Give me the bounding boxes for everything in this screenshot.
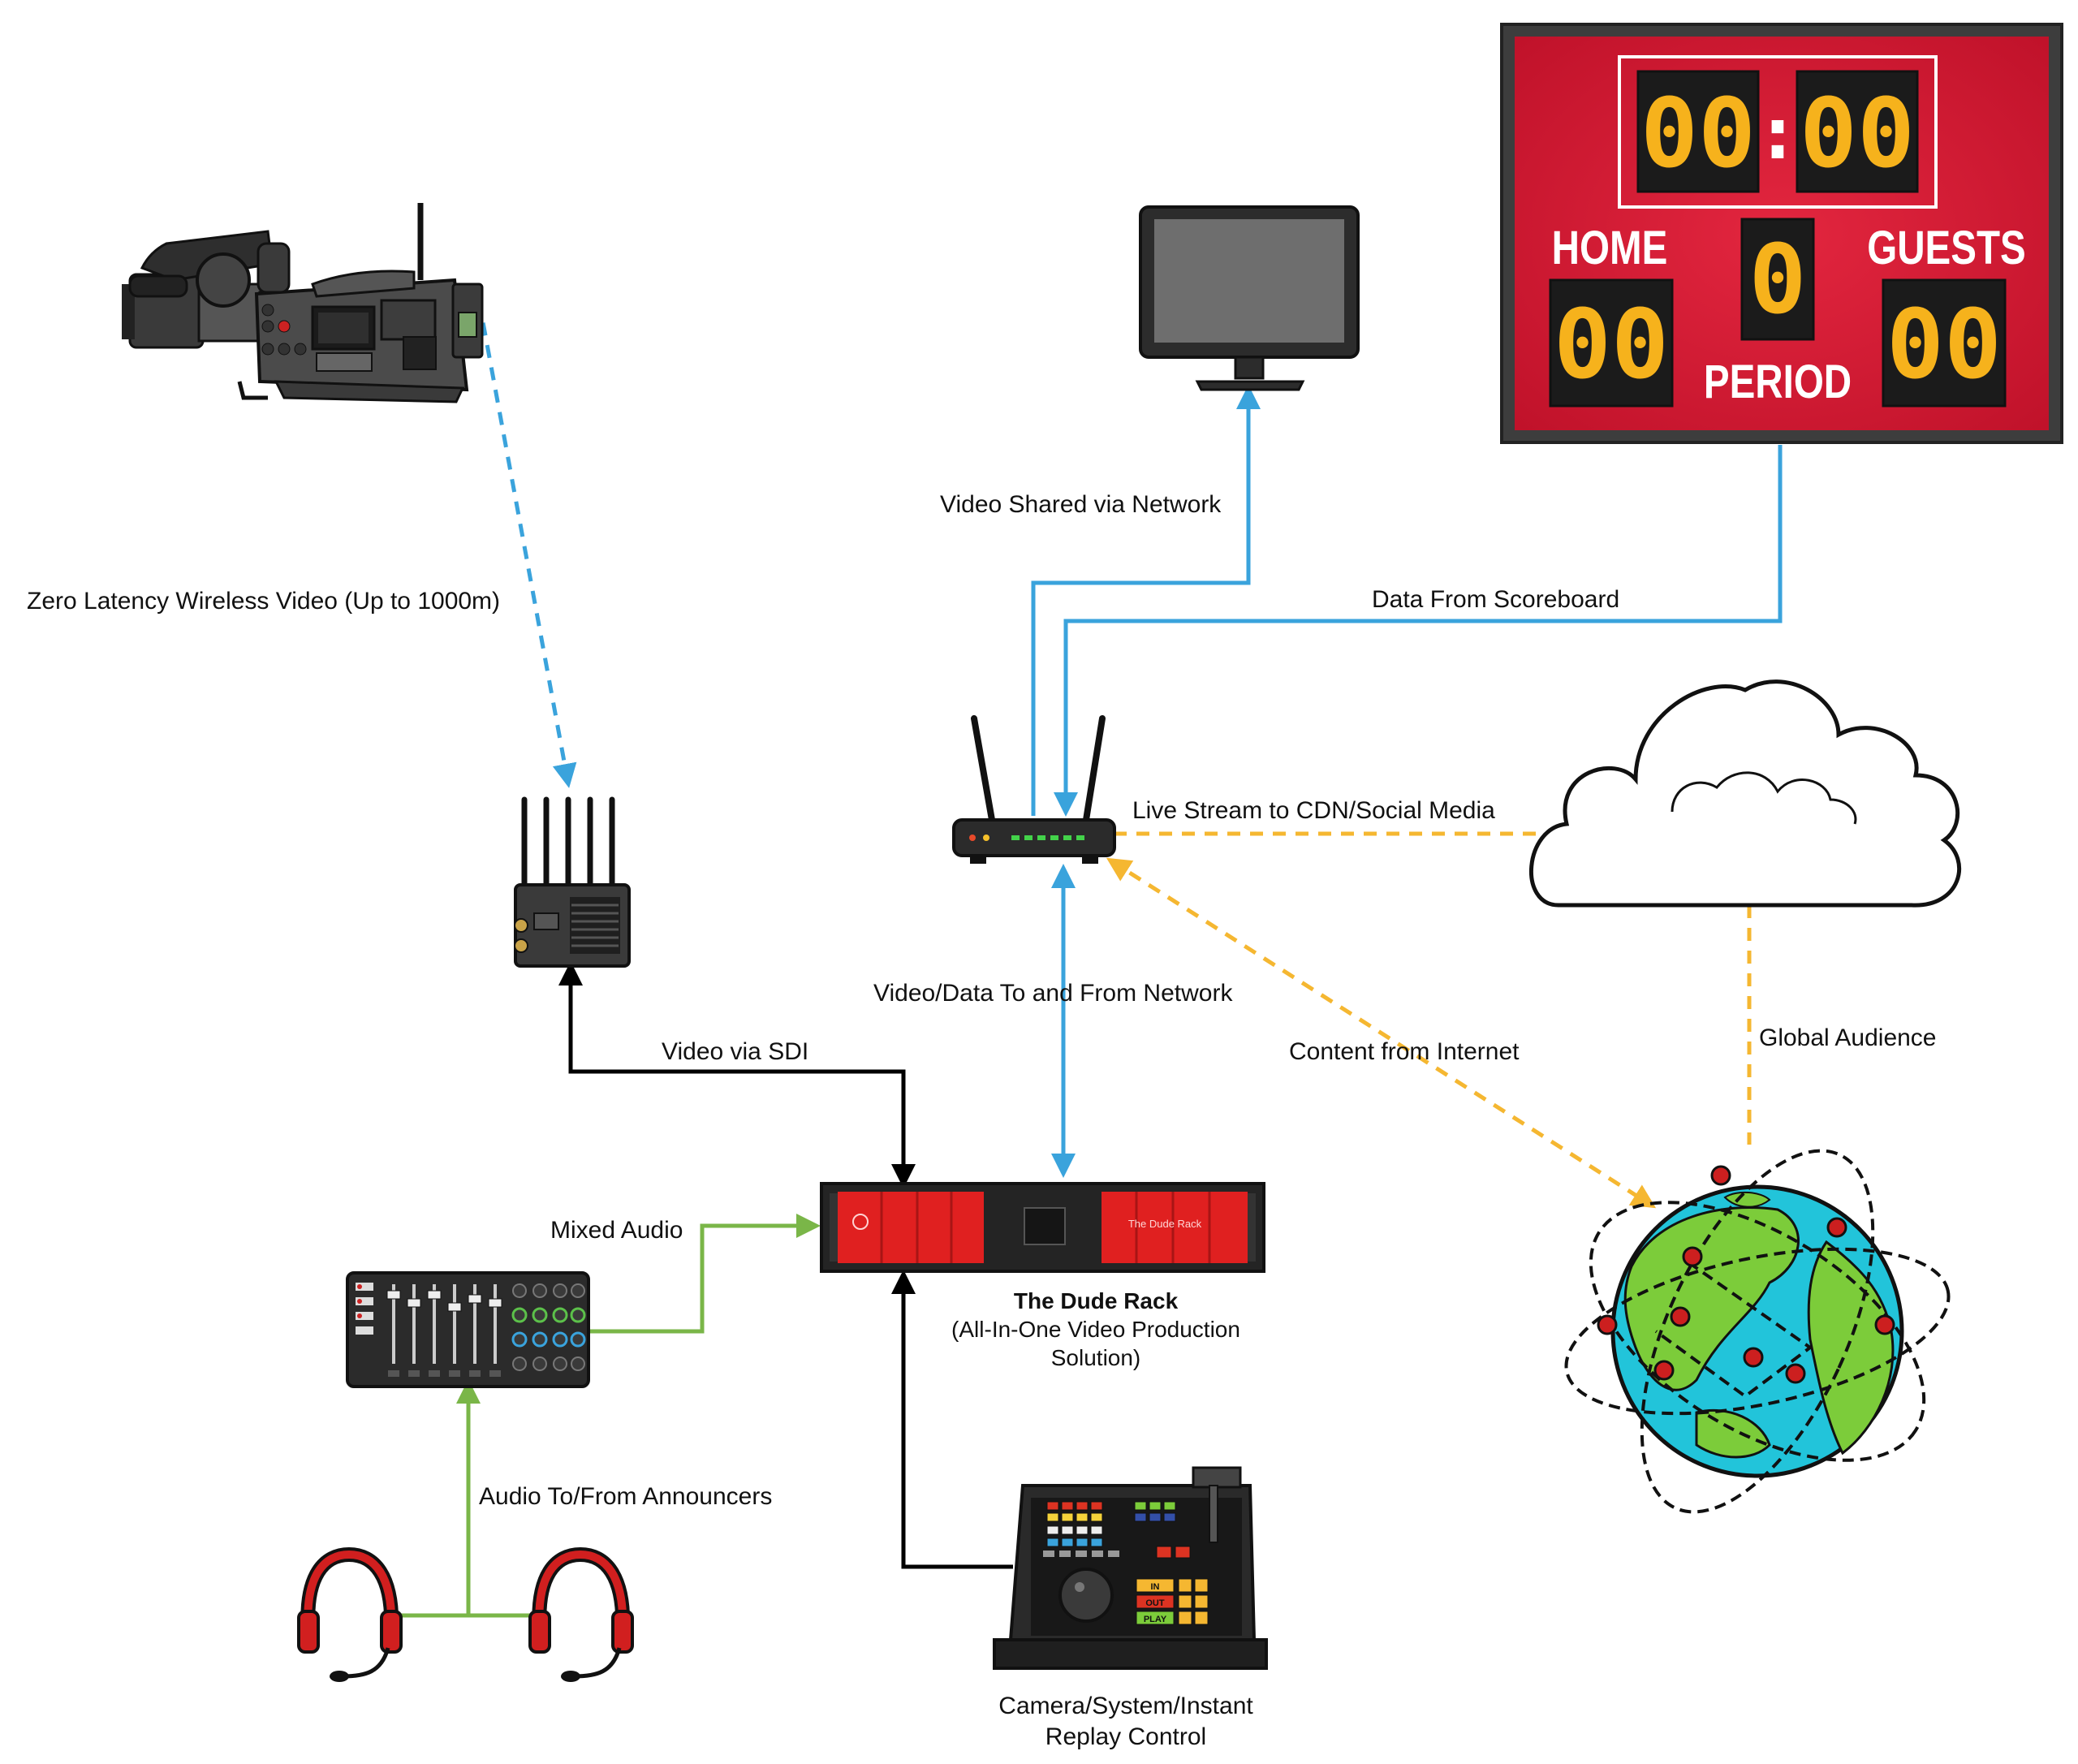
replay-controller-icon: IN OUT PLAY <box>993 1466 1268 1670</box>
home-label: HOME <box>1552 222 1668 275</box>
label-live-stream: Live Stream to CDN/Social Media <box>1132 797 1495 824</box>
rack-brand: The Dude Rack <box>1128 1218 1202 1230</box>
network-router-icon <box>952 715 1116 864</box>
clock-seconds: 00 <box>1800 77 1915 189</box>
control-label-line-2: Replay Control <box>1045 1723 1207 1750</box>
internet-content-link <box>1106 857 1657 1209</box>
guests-label: GUESTS <box>1867 222 2025 275</box>
control-label-line-1: Camera/System/Instant <box>998 1693 1253 1719</box>
label-data-from-scoreboard: Data From Scoreboard <box>1372 586 1620 613</box>
internet-cloud-icon <box>1528 679 1961 908</box>
dude-rack-unit: The Dude Rack <box>820 1182 1265 1273</box>
clock-minutes: 00 <box>1640 77 1756 189</box>
rack-subtitle-line-2: Solution) <box>1050 1345 1141 1370</box>
wireless-receiver-icon <box>514 796 631 968</box>
scoreboard: 00 : 00 HOME GUESTS 0 00 00 PERIOD <box>1500 23 2063 444</box>
replay-key-out: OUT <box>1145 1598 1165 1608</box>
connectors <box>396 300 1783 1618</box>
replay-key-in: IN <box>1151 1582 1160 1592</box>
network-to-monitor-link <box>1031 385 1261 816</box>
rack-title: The Dude Rack <box>1013 1288 1179 1313</box>
period-value: 0 <box>1748 223 1806 335</box>
sdi-video-link <box>558 961 916 1188</box>
clock-colon: : <box>1756 91 1800 176</box>
rack-subtitle-line-1: (All-In-One Video Production <box>951 1317 1240 1342</box>
label-mixed-audio: Mixed Audio <box>550 1217 683 1244</box>
audio-mixer-icon <box>346 1271 590 1388</box>
label-audio-announcers: Audio To/From Announcers <box>479 1483 773 1510</box>
announcer-headset-right-icon <box>528 1546 634 1682</box>
broadcast-camera-icon <box>122 203 484 403</box>
guests-score: 00 <box>1886 288 2002 400</box>
label-video-via-sdi: Video via SDI <box>662 1038 809 1065</box>
control-link <box>891 1270 1013 1569</box>
label-content-from-internet: Content from Internet <box>1289 1038 1520 1065</box>
announcer-headset-left-icon <box>297 1546 403 1682</box>
label-global-audience: Global Audience <box>1759 1024 1937 1051</box>
period-label: PERIOD <box>1704 356 1852 409</box>
label-wireless-video: Zero Latency Wireless Video (Up to 1000m… <box>27 588 501 615</box>
globe-icon <box>1564 1149 1951 1514</box>
wireless-video-link <box>476 300 577 788</box>
label-video-shared-network: Video Shared via Network <box>940 491 1222 518</box>
home-score: 00 <box>1554 288 1669 400</box>
network-monitor-icon <box>1139 205 1360 391</box>
replay-key-play: PLAY <box>1144 1615 1167 1624</box>
scoreboard-data-link <box>1054 445 1783 817</box>
mixed-audio-link <box>588 1214 821 1334</box>
label-video-data-network: Video/Data To and From Network <box>873 980 1233 1007</box>
clock-frame <box>1618 55 1938 209</box>
